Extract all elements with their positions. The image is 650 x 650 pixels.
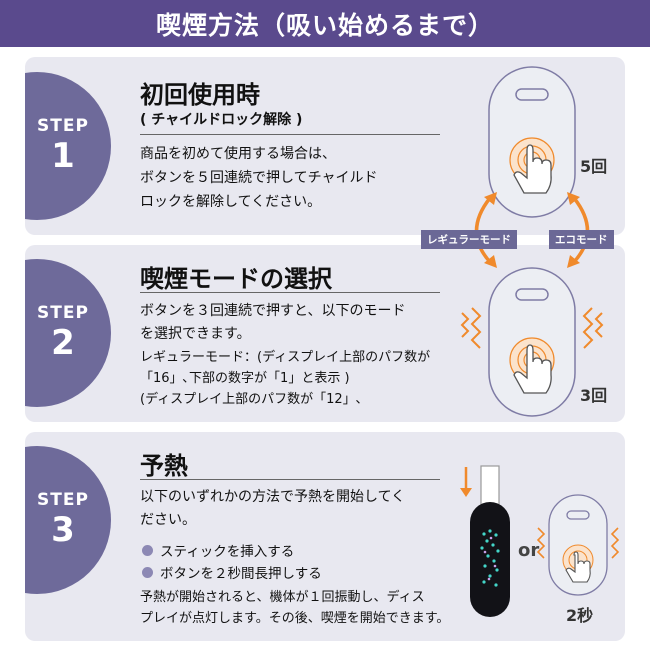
bullet-dot bbox=[142, 544, 153, 556]
step-1-title: 初回使用時 bbox=[140, 81, 260, 109]
step-word: STEP bbox=[37, 116, 89, 136]
device-top-illustration bbox=[488, 66, 576, 218]
step-word: STEP bbox=[37, 303, 89, 323]
device-top-illustration bbox=[488, 267, 576, 417]
step-3-title: 予熱 bbox=[140, 452, 188, 480]
divider bbox=[140, 479, 440, 480]
hand-pointer-icon bbox=[513, 344, 552, 394]
step-3-bullet-1: スティックを挿入する bbox=[142, 540, 294, 560]
heat-stick-illustration bbox=[480, 465, 500, 509]
step-word: STEP bbox=[37, 490, 89, 510]
step-1-line-3: ロックを解除してください。 bbox=[140, 194, 322, 210]
insert-arrow-icon bbox=[460, 467, 472, 497]
divider bbox=[140, 292, 440, 293]
hand-pointer-icon bbox=[513, 144, 552, 194]
step-3-note-2: プレイが点灯します。その後、喫煙を開始できます。 bbox=[140, 611, 450, 626]
bullet-dot bbox=[142, 566, 153, 578]
step-3-line-2: ださい。 bbox=[140, 512, 196, 528]
step-2-title: 喫煙モードの選択 bbox=[140, 265, 332, 293]
step-2-note-1: レギュラーモード：(ディスプレイ上部のパフ数が bbox=[140, 350, 431, 365]
press-count-3: 3回 bbox=[580, 386, 608, 405]
bullet-text: スティックを挿入する bbox=[160, 544, 295, 560]
vibration-icon bbox=[536, 527, 620, 559]
step-3-note-1: 予熱が開始されると、機体が１回振動し、ディス bbox=[140, 590, 425, 605]
step-number: 3 bbox=[51, 510, 75, 550]
step-number: 1 bbox=[51, 136, 75, 176]
step-1-line-1: 商品を初めて使用する場合は、 bbox=[140, 146, 336, 162]
step-3-line-1: 以下のいずれかの方法で予熱を開始してく bbox=[140, 489, 406, 505]
page-title: 喫煙方法（吸い始めるまで） bbox=[155, 10, 494, 40]
divider bbox=[140, 134, 440, 135]
step-3-bullet-2: ボタンを２秒間長押しする bbox=[142, 562, 322, 582]
step-2-note-2: 「16」､下部の数字が「1」と表示 ) bbox=[140, 371, 350, 386]
page-header: 喫煙方法（吸い始めるまで） bbox=[0, 0, 650, 47]
step-2-line-2: を選択できます。 bbox=[140, 326, 251, 342]
device-display-illustration bbox=[470, 502, 510, 617]
step-2-line-1: ボタンを３回連続で押すと、以下のモード bbox=[140, 303, 406, 319]
step-2-note-3: (ディスプレイ上部のパフ数が「12」､ bbox=[140, 392, 363, 407]
step-1-subtitle: ( チャイルドロック解除 ) bbox=[140, 112, 303, 128]
mode-label-regular: レギュラーモード bbox=[421, 230, 517, 249]
step-1-line-2: ボタンを５回連続で押してチャイルド bbox=[140, 170, 378, 186]
step-3-panel: STEP 3 予熱 以下のいずれかの方法で予熱を開始してく ださい。 スティック… bbox=[25, 432, 625, 641]
hand-pointer-icon bbox=[565, 551, 591, 583]
mode-label-eco: エコモード bbox=[549, 230, 614, 249]
vibration-icon bbox=[460, 307, 604, 349]
step-number: 2 bbox=[51, 323, 75, 363]
bullet-text: ボタンを２秒間長押しする bbox=[160, 566, 322, 582]
or-label: or bbox=[518, 540, 540, 561]
press-count-5: 5回 bbox=[580, 157, 608, 176]
press-duration-2s: 2秒 bbox=[566, 606, 594, 625]
